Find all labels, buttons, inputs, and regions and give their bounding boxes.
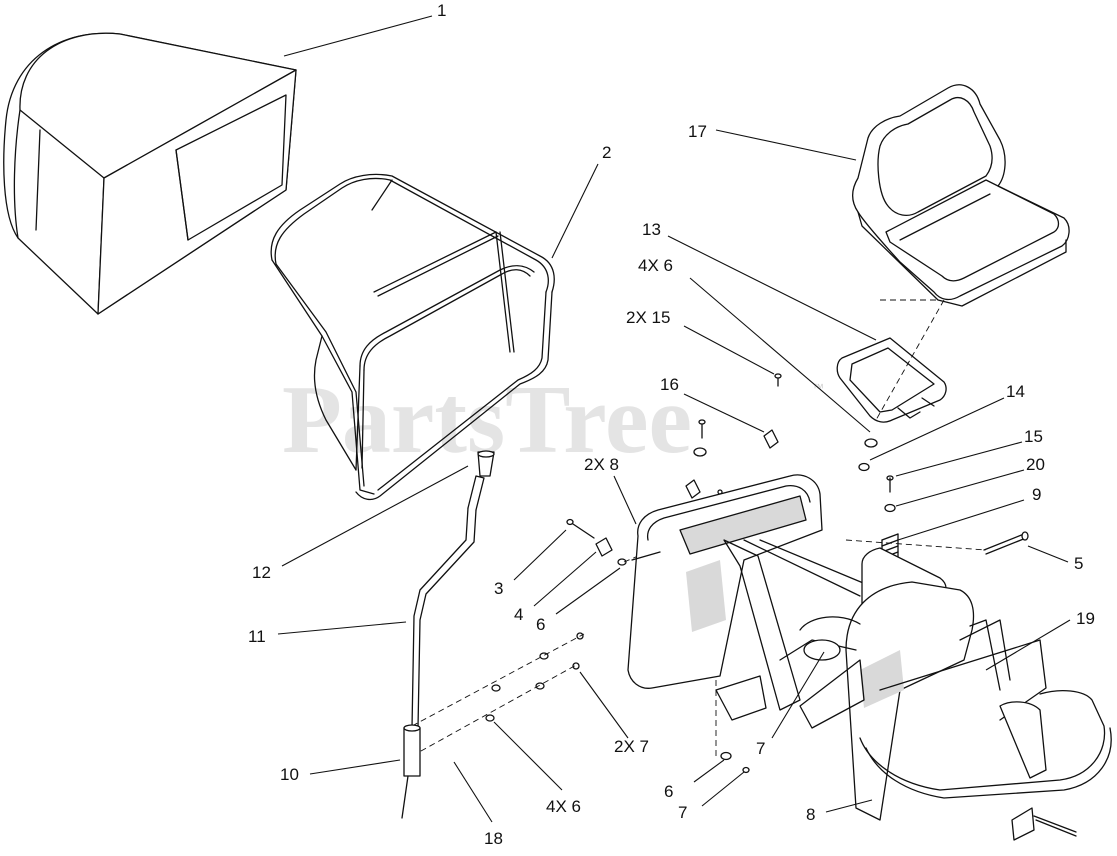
hardware-bolts[interactable] (411, 299, 1029, 801)
callout-2x7: 2X 7 (614, 737, 649, 756)
callout-labels: 1 2 17 13 4X 6 2X 15 16 14 15 20 9 2X 8 … (248, 1, 1095, 848)
callout-2: 2 (602, 143, 611, 162)
callout-12: 12 (252, 563, 271, 582)
callout-9: 9 (1032, 485, 1041, 504)
callout-7-upper: 7 (756, 739, 765, 758)
part-bag-cover[interactable] (3, 32, 297, 315)
leader-lines (277, 15, 1071, 823)
part-lift-rod[interactable] (401, 450, 495, 819)
callout-4x6-upper: 4X 6 (638, 256, 673, 275)
callout-16: 16 (660, 375, 679, 394)
callout-10: 10 (280, 765, 299, 784)
part-main-frame[interactable] (627, 474, 1112, 841)
callout-4: 4 (514, 605, 523, 624)
callout-2x8: 2X 8 (584, 455, 619, 474)
callout-19: 19 (1076, 609, 1095, 628)
callout-1: 1 (437, 1, 446, 20)
callout-5: 5 (1074, 554, 1083, 573)
part-seat-pan[interactable] (836, 337, 947, 423)
part-seat[interactable] (852, 84, 1070, 307)
callout-18: 18 (484, 829, 503, 848)
callout-11: 11 (248, 627, 266, 646)
callout-8: 8 (806, 805, 815, 824)
callout-6-lower: 6 (664, 782, 673, 801)
callout-7-lower: 7 (678, 803, 687, 822)
callout-15: 15 (1024, 427, 1043, 446)
callout-2x15: 2X 15 (626, 308, 670, 327)
callout-13: 13 (642, 220, 661, 239)
callout-4x6-lower: 4X 6 (546, 797, 581, 816)
callout-14: 14 (1006, 382, 1025, 401)
part-bag-frame[interactable] (270, 173, 555, 501)
callout-3: 3 (494, 579, 503, 598)
callout-6-upper: 6 (536, 615, 545, 634)
callout-17: 17 (688, 122, 707, 141)
callout-20: 20 (1026, 455, 1045, 474)
